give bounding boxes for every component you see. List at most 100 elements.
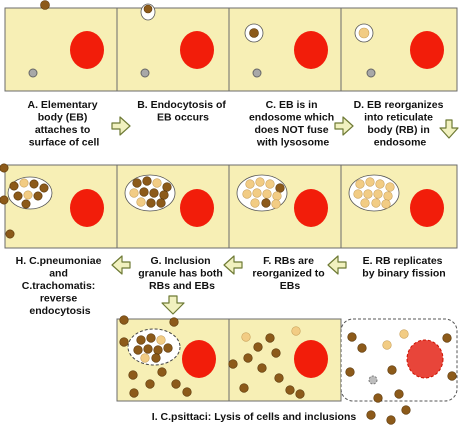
eb-released — [386, 415, 396, 425]
eb-released — [119, 315, 129, 325]
eb-particle — [29, 179, 39, 189]
eb-released — [0, 195, 9, 205]
rb-particle — [255, 177, 265, 187]
rb-particle — [136, 197, 146, 207]
nucleus-h — [70, 189, 104, 227]
nucleus-f — [294, 189, 328, 227]
lysosome-i3 — [368, 375, 378, 385]
eb-particle — [33, 191, 43, 201]
eb-released — [157, 367, 167, 377]
eb-attaching — [40, 0, 50, 10]
row-3-cells — [116, 315, 458, 425]
rb-particle — [245, 179, 255, 189]
particles-h — [0, 163, 49, 239]
particles-i — [119, 315, 457, 425]
rb-particle — [152, 178, 162, 188]
eb-particle — [153, 345, 163, 355]
rb-particle — [381, 199, 391, 209]
eb-particle — [261, 198, 271, 208]
nucleus-i3-lysing — [406, 339, 444, 379]
eb-particle — [357, 343, 367, 353]
eb-particle — [274, 373, 284, 383]
particles-f — [242, 177, 285, 209]
rb-particle — [373, 189, 383, 199]
eb-particle — [239, 383, 249, 393]
eb-entering — [143, 4, 153, 14]
eb-particle — [156, 198, 166, 208]
rb-particle — [242, 189, 252, 199]
eb-released — [0, 163, 9, 173]
eb-particle — [345, 367, 355, 377]
lysosome-c — [252, 68, 262, 78]
lysosome-a — [28, 68, 38, 78]
arrow-e-to-f — [327, 255, 347, 275]
lysosome-b — [140, 68, 150, 78]
rb-particle — [291, 326, 301, 336]
eb-released — [145, 379, 155, 389]
label-d: D. EB reorganizes into reticulate body (… — [354, 99, 447, 149]
label-b: B. Endocytosis of EB occurs — [137, 99, 229, 124]
eb-particle — [271, 348, 281, 358]
eb-particle — [146, 333, 156, 343]
eb-released — [5, 229, 15, 239]
eb-released — [169, 317, 179, 327]
eb-particle — [133, 345, 143, 355]
nucleus-i2 — [294, 340, 328, 378]
label-a: A. Elementary body (EB) attaches to surf… — [28, 99, 101, 149]
label-h: H. C.pneumoniae and C.trachomatis: rever… — [16, 255, 105, 317]
nucleus-d — [410, 31, 444, 69]
eb-particle — [442, 333, 452, 343]
rb-particle — [363, 189, 373, 199]
eb-particle — [159, 190, 169, 200]
eb-released — [182, 387, 192, 397]
eb-particle — [9, 181, 19, 191]
rb-particle — [19, 178, 29, 188]
lysosome-d — [366, 68, 376, 78]
eb-particle — [243, 353, 253, 363]
label-e: E. RB replicates by binary fission — [362, 255, 445, 280]
nucleus-g — [180, 189, 214, 227]
label-f: F. RBs are reorganized to EBs — [252, 255, 327, 292]
eb-particle — [151, 353, 161, 363]
eb-particle — [132, 178, 142, 188]
eb-particle — [146, 198, 156, 208]
arrow-g-to-i — [161, 295, 185, 315]
rb-particle — [271, 199, 281, 209]
eb-particle — [39, 183, 49, 193]
label-g: G. Inclusion granule has both RBs and EB… — [138, 255, 226, 292]
eb-particle — [347, 332, 357, 342]
nucleus-b — [180, 31, 214, 69]
step-labels: A. Elementary body (EB) attaches to surf… — [16, 99, 447, 423]
rb-particle — [250, 198, 260, 208]
rb-particle — [383, 191, 393, 201]
eb-particle — [373, 393, 383, 403]
eb-particle — [162, 182, 172, 192]
rb-particle — [399, 329, 409, 339]
eb-released — [129, 388, 139, 398]
nucleus-i1 — [182, 340, 216, 378]
rb-particle — [252, 188, 262, 198]
eb-particle — [13, 191, 23, 201]
rb-particle — [241, 332, 251, 342]
eb-particle — [21, 199, 31, 209]
particles-e — [353, 177, 395, 209]
eb-particle — [228, 359, 238, 369]
rb-particle — [140, 353, 150, 363]
eb-released — [366, 410, 376, 420]
rb-particle — [265, 179, 275, 189]
eb-particle — [447, 371, 457, 381]
rb-particle — [156, 335, 166, 345]
rb-particle — [353, 189, 363, 199]
eb-particle — [295, 389, 305, 399]
arrow-g-to-h — [111, 255, 131, 275]
arrow-d-to-e — [439, 119, 459, 139]
rb-in-endosome — [358, 27, 370, 39]
particles-g — [129, 176, 172, 208]
arrow-c-to-d — [334, 116, 354, 136]
rb-particle — [360, 198, 370, 208]
eb-particle — [265, 333, 275, 343]
rb-particle — [382, 340, 392, 350]
arrow-f-to-g — [223, 255, 243, 275]
label-c: C. EB is in endosome which does NOT fuse… — [249, 99, 337, 149]
